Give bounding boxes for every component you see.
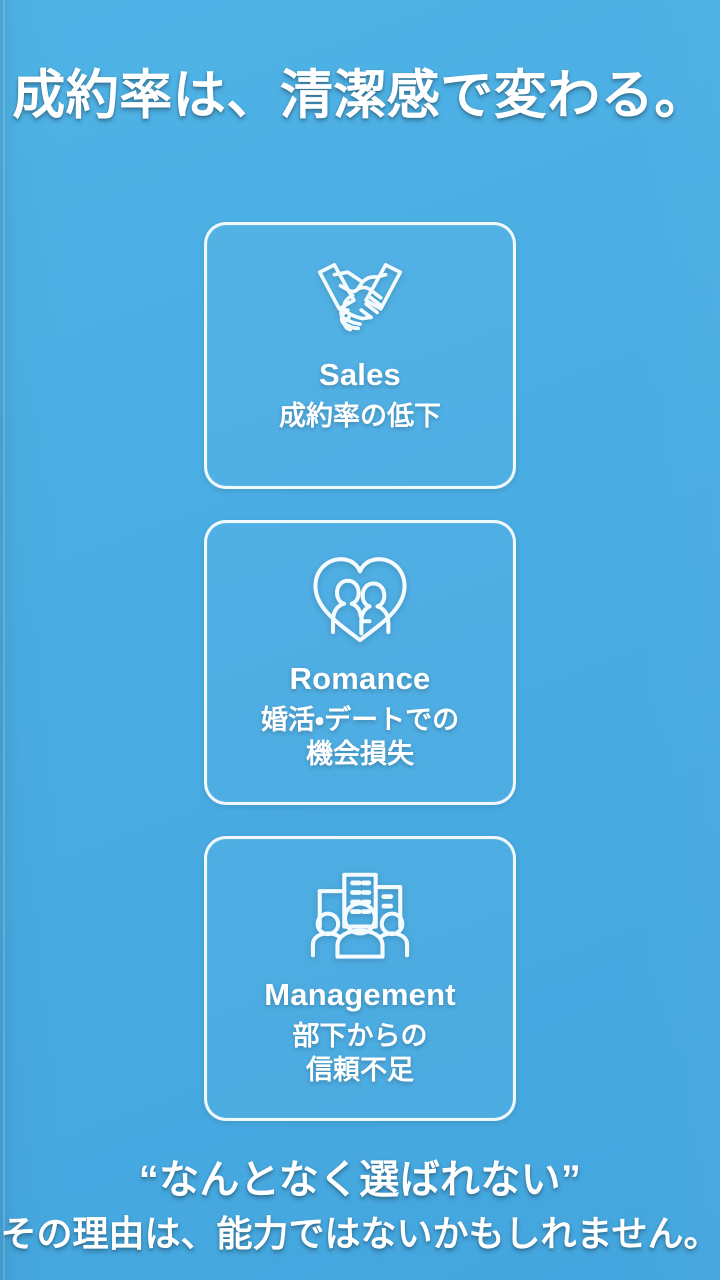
- footer-quote: “なんとなく選ばれない”: [138, 1158, 582, 1203]
- card-subtitle: 部下からの 信頼不足: [292, 1020, 428, 1085]
- handshake-icon: [295, 247, 425, 345]
- card-management[interactable]: Management 部下からの 信頼不足: [204, 836, 516, 1122]
- card-title: Management: [264, 977, 456, 1013]
- footer: “なんとなく選ばれない” その理由は、能力ではないかもしれません。: [0, 1157, 720, 1255]
- card-title: Sales: [318, 357, 401, 393]
- card-sales[interactable]: Sales 成約率の低下: [204, 222, 516, 490]
- page-title: 成約率は、清潔感で変わる。: [12, 66, 708, 125]
- card-title: Romance: [289, 661, 431, 697]
- office-team-icon: [295, 861, 425, 969]
- heart-couple-icon: [295, 545, 425, 653]
- card-list: Sales 成約率の低下: [204, 222, 516, 1122]
- card-subtitle: 成約率の低下: [279, 400, 441, 431]
- footer-line: その理由は、能力ではないかもしれません。: [0, 1212, 720, 1254]
- card-subtitle: 婚活・デートでの 機会損失: [260, 704, 460, 769]
- card-romance[interactable]: Romance 婚活・デートでの 機会損失: [204, 520, 516, 806]
